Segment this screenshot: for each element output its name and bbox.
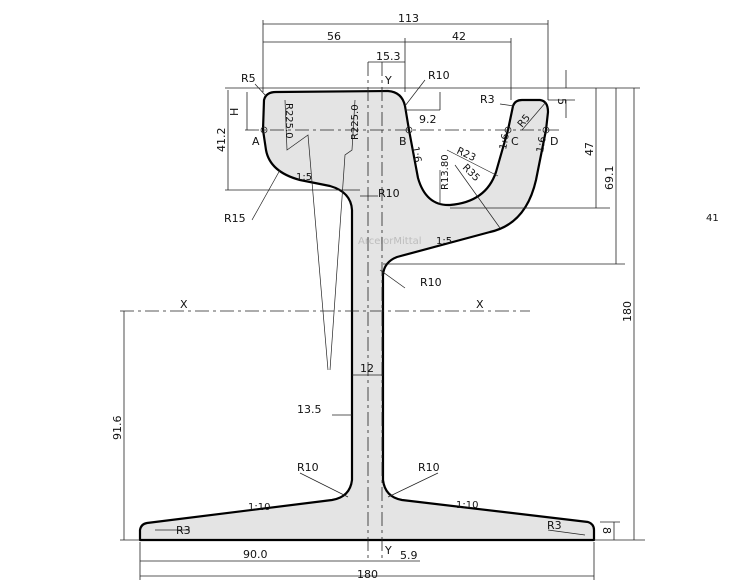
dimension-lines [120, 20, 645, 580]
label-r23: R23 [455, 146, 477, 164]
label-x-right: X [476, 298, 484, 311]
label-r225-b: R225.0 [350, 104, 361, 140]
dim-8: 8 [600, 527, 613, 534]
watermark: ArcelorMittal [358, 236, 422, 247]
dim-47: 47 [583, 142, 596, 156]
label-r3-top: R3 [480, 93, 495, 106]
label-r10-neck: R10 [378, 187, 400, 200]
rail-profile-outline [138, 89, 596, 542]
dim-15-3: 15.3 [376, 50, 401, 63]
dim-91-6: 91.6 [111, 416, 124, 441]
gauge-points [260, 126, 550, 134]
dim-head-width: 56 [327, 30, 341, 43]
label-r5-top: R5 [241, 72, 256, 85]
label-h: H [228, 108, 241, 116]
dim-top-width: 113 [398, 12, 419, 25]
dim-69-1: 69.1 [603, 166, 616, 191]
slope-foot-left: 1:10 [248, 502, 270, 513]
label-r15: R15 [224, 212, 246, 225]
dim-5-9: 5.9 [400, 549, 418, 562]
label-x-left: X [180, 298, 188, 311]
dim-groove-width: 42 [452, 30, 466, 43]
slope-head: 1:5 [296, 172, 312, 183]
label-b: B [399, 135, 407, 148]
label-r13-80: R13.80 [440, 154, 451, 190]
dim-foot-width: 180 [357, 568, 378, 581]
label-y-bottom: Y [384, 544, 392, 557]
label-d: D [550, 135, 558, 148]
label-r3-foot-right: R3 [547, 519, 562, 532]
dim-90: 90.0 [243, 548, 268, 561]
label-a: A [252, 135, 260, 148]
label-r3-foot-left: R3 [176, 524, 191, 537]
label-c: C [511, 135, 519, 148]
slope-b: 1:6 [409, 146, 423, 164]
label-r10-top: R10 [428, 69, 450, 82]
label-r10-foot-left: R10 [297, 461, 319, 474]
dim-5: 5 [555, 98, 568, 105]
label-r10-lip: R10 [420, 276, 442, 289]
dim-web-12: 12 [360, 362, 374, 375]
dim-height-180: 180 [621, 301, 634, 322]
dim-41-2: 41.2 [215, 128, 228, 153]
label-r10-foot-right: R10 [418, 461, 440, 474]
label-y-top: Y [384, 74, 392, 87]
dim-13-5: 13.5 [297, 403, 322, 416]
side-number: 41 [706, 213, 719, 224]
label-r225-a: R225.0 [283, 103, 294, 139]
slope-lip: 1:5 [436, 236, 452, 247]
dim-9-2: 9.2 [419, 113, 437, 126]
slope-foot-right: 1:10 [456, 500, 478, 511]
slope-d: 1:6 [535, 136, 549, 154]
slope-c: 1:6 [498, 133, 512, 151]
